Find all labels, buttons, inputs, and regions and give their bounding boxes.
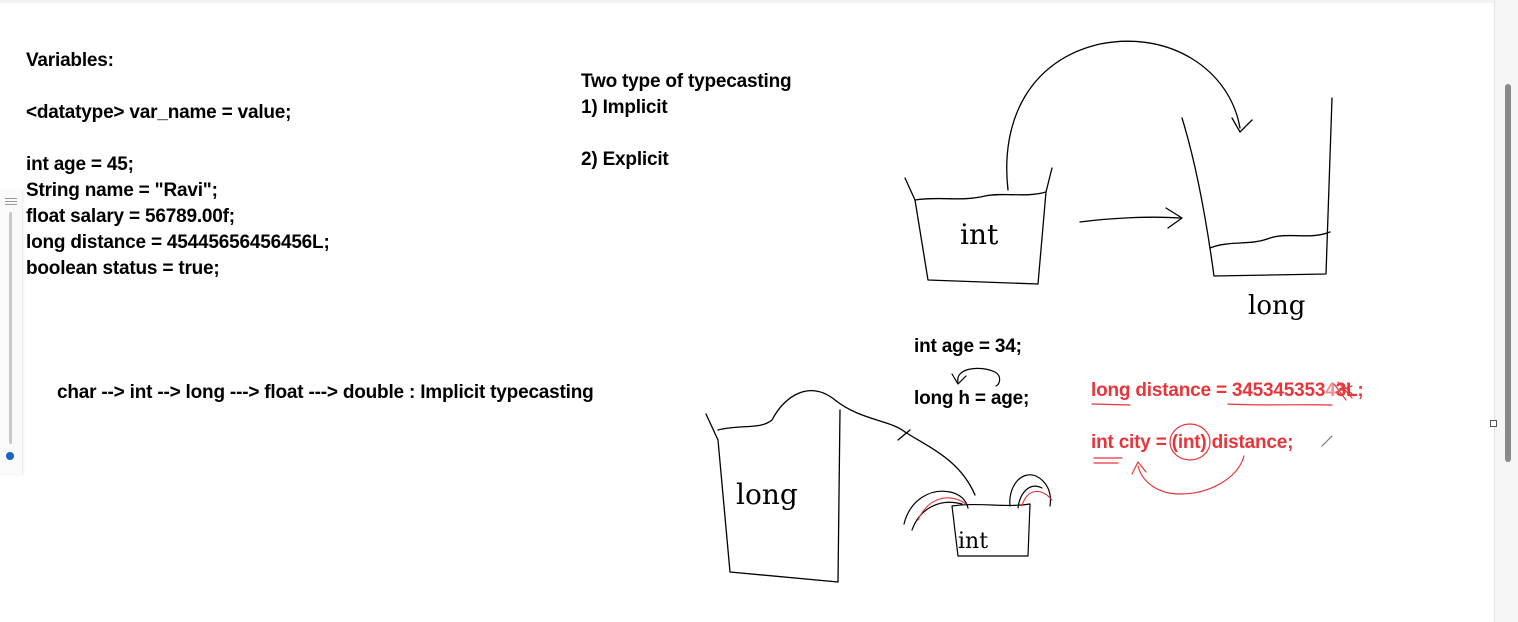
rail-position-indicator[interactable] bbox=[6, 452, 14, 460]
long-bucket-label-bottom: long bbox=[736, 478, 798, 511]
variables-heading: Variables: bbox=[26, 50, 114, 71]
syntax-line: <datatype> var_name = value; bbox=[26, 102, 292, 123]
explicit-text: long distance = 345345353 bbox=[1091, 380, 1326, 401]
widening-chain: char --> int --> long ---> float ---> do… bbox=[57, 382, 594, 403]
example-line: int age = 45; bbox=[26, 154, 134, 175]
typecasting-type: 1) Implicit bbox=[581, 97, 668, 118]
typecasting-type: 2) Explicit bbox=[581, 149, 669, 170]
cast-keyword: (int) bbox=[1171, 432, 1207, 453]
page-resize-handle[interactable] bbox=[1490, 420, 1497, 427]
example-line: long distance = 45445656456456L; bbox=[26, 232, 330, 253]
implicit-example-line: long h = age; bbox=[914, 388, 1030, 409]
rail-track[interactable] bbox=[9, 212, 12, 444]
explicit-text: 3L; bbox=[1335, 380, 1364, 401]
explicit-text: int city = bbox=[1091, 432, 1172, 453]
red-splash-drawing bbox=[917, 490, 1053, 521]
implicit-example-line: int age = 34; bbox=[914, 336, 1022, 357]
assignment-arrow bbox=[951, 367, 1001, 387]
vertical-scrollbar[interactable] bbox=[1494, 0, 1518, 622]
long-bucket-label: long bbox=[1248, 291, 1305, 321]
example-line: String name = "Ravi"; bbox=[26, 180, 218, 201]
explicit-cast-line: int city = (int) distance; bbox=[1091, 432, 1293, 454]
small-int-bucket-label: int bbox=[958, 529, 988, 554]
left-side-panel[interactable] bbox=[0, 190, 23, 475]
example-line: float salary = 56789.00f; bbox=[26, 206, 235, 227]
example-line: boolean status = true; bbox=[26, 258, 220, 279]
grip-lines-icon[interactable] bbox=[5, 198, 17, 208]
typecasting-heading: Two type of typecasting bbox=[581, 71, 792, 92]
top-edge bbox=[0, 0, 1494, 3]
scrollbar-thumb[interactable] bbox=[1505, 84, 1511, 462]
explicit-example-line: long distance = 34534535343L; bbox=[1091, 380, 1364, 402]
scribbled-digits: 4 bbox=[1325, 380, 1336, 401]
int-bucket-label: int bbox=[960, 218, 999, 251]
long-bucket-drawing bbox=[705, 390, 976, 583]
pen-cursor-icon bbox=[1321, 435, 1333, 447]
small-int-bucket-drawing bbox=[903, 474, 1052, 557]
explicit-text: distance; bbox=[1206, 432, 1294, 453]
int-bucket-drawing bbox=[904, 40, 1333, 285]
